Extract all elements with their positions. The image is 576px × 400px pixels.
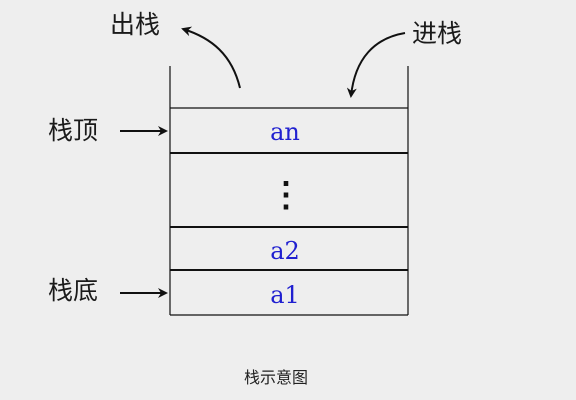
pop-arrow — [181, 26, 241, 89]
bottom-label: 栈底 — [48, 276, 98, 305]
stack-cell-bottom: a1 — [270, 281, 300, 309]
push-arrow — [346, 32, 406, 98]
top-label: 栈顶 — [48, 116, 98, 145]
pop-label: 出栈 — [110, 10, 160, 39]
push-label: 进栈 — [412, 19, 462, 48]
diagram-caption: 栈示意图 — [244, 368, 308, 387]
stack-cell-second: a2 — [270, 237, 300, 265]
stack-cell-ellipsis: ⋮ — [269, 175, 303, 215]
stack-cell-top: an — [270, 118, 300, 146]
